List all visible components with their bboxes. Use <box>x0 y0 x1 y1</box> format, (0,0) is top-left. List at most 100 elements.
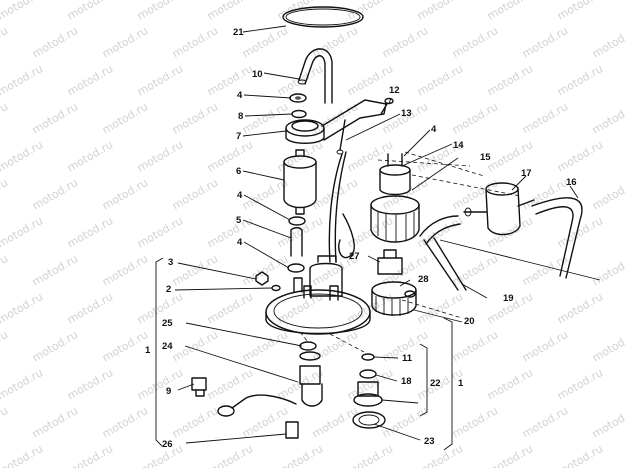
callout-3: 3 <box>168 257 173 268</box>
callout-1: 1 <box>145 345 151 356</box>
watermark-text: motod.ru <box>0 176 10 212</box>
part-10-fuel-hose <box>298 48 333 104</box>
watermark-text: motod.ru <box>275 214 325 250</box>
part-17-inline-fuel-filter <box>463 182 535 236</box>
watermark-text: motod.ru <box>65 214 115 250</box>
part-14-fuel-pump <box>370 153 420 243</box>
callout-28: 28 <box>418 274 429 285</box>
callout-17: 17 <box>521 168 532 179</box>
part-23-mounting-ring <box>352 411 386 429</box>
watermark-text: motod.ru <box>485 366 535 402</box>
watermark-text: motod.ru <box>0 24 10 60</box>
callout-18: 18 <box>401 376 412 387</box>
watermark-text: motod.ru <box>170 404 220 440</box>
watermark-text: motod.ru <box>205 442 255 468</box>
watermark-text: motod.ru <box>415 0 465 23</box>
callout-27: 27 <box>349 251 360 262</box>
watermark-text: motod.ru <box>205 138 255 174</box>
watermark-text: motod.ru <box>205 62 255 98</box>
watermark-text: motod.ru <box>100 176 150 212</box>
callout-7: 7 <box>236 131 241 142</box>
watermark-text: motod.ru <box>520 24 570 60</box>
watermark-text: motod.ru <box>0 442 45 468</box>
watermark-text: motod.ru <box>170 100 220 136</box>
part-11-o-ring <box>361 353 375 361</box>
watermark-text: motod.ru <box>240 404 290 440</box>
part-1-pump-base-flange <box>265 255 371 335</box>
part-6-fuel-filter <box>283 149 317 215</box>
watermark-text: motod.ru <box>450 100 500 136</box>
callout-1: 1 <box>458 378 464 389</box>
callout-11: 11 <box>402 353 413 364</box>
callout-4: 4 <box>237 237 243 248</box>
part-4-hose-clamp-lower <box>287 263 305 273</box>
watermark-text: motod.ru <box>30 404 80 440</box>
callout-9: 9 <box>166 386 171 397</box>
part-3-nut <box>255 271 269 286</box>
sensor-cable <box>231 394 297 409</box>
watermark-text: motod.ru <box>170 176 220 212</box>
wiring-harness <box>328 151 347 263</box>
part-4-hose-clamp-middle <box>288 216 306 226</box>
callout-8: 8 <box>238 111 243 122</box>
watermark-text: motod.ru <box>555 62 605 98</box>
watermark-text: motod.ru <box>100 100 150 136</box>
watermark-text: motod.ru <box>240 328 290 364</box>
watermark-text: motod.ru <box>65 442 115 468</box>
watermark-text: motod.ru <box>520 100 570 136</box>
watermark-text: motod.ru <box>135 442 185 468</box>
watermark-text: motod.ru <box>240 24 290 60</box>
watermark-text: motod.ru <box>0 214 45 250</box>
watermark-text: motod.ru <box>310 24 360 60</box>
watermark-text: motod.ru <box>30 100 80 136</box>
part-9-sensor-bolt <box>191 377 207 397</box>
watermark-text: motod.ru <box>65 290 115 326</box>
callout-10: 10 <box>252 69 263 80</box>
callout-24: 24 <box>162 341 173 352</box>
watermark-text: motod.ru <box>590 328 625 364</box>
watermark-text: motod.ru <box>590 252 625 288</box>
watermark-text: motod.ru <box>100 404 150 440</box>
callout-14: 14 <box>453 140 464 151</box>
watermark-text: motod.ru <box>0 366 45 402</box>
part-7-filter-bracket <box>285 99 387 155</box>
watermark-text: motod.ru <box>135 214 185 250</box>
watermark-text: motod.ru <box>310 404 360 440</box>
watermark-text: motod.ru <box>520 404 570 440</box>
part-5-short-hose <box>290 227 303 257</box>
watermark-text: motod.ru <box>135 62 185 98</box>
watermark-text: motod.ru <box>590 100 625 136</box>
watermark-text: motod.ru <box>275 442 325 468</box>
watermark-text: motod.ru <box>30 176 80 212</box>
watermark-text: motod.ru <box>170 328 220 364</box>
part-8-seal-ring <box>291 109 307 119</box>
watermark-text: motod.ru <box>0 328 10 364</box>
callout-4: 4 <box>237 90 243 101</box>
part-18-seal <box>359 369 377 379</box>
callout-6: 6 <box>236 166 241 177</box>
watermark-text: motod.ru <box>555 138 605 174</box>
watermark-text: motod.ru <box>65 366 115 402</box>
callout-21: 21 <box>233 27 244 38</box>
watermark-text: motod.ru <box>345 442 395 468</box>
watermark-text: motod.ru <box>30 328 80 364</box>
watermark-text: motod.ru <box>205 214 255 250</box>
callout-22: 22 <box>430 378 441 389</box>
bracket-group-1-right <box>443 317 453 451</box>
watermark-text: motod.ru <box>345 0 395 23</box>
watermark-text: motod.ru <box>555 366 605 402</box>
watermark-text: motod.ru <box>0 252 10 288</box>
watermark-text: motod.ru <box>590 176 625 212</box>
callout-20: 20 <box>464 316 475 327</box>
part-2-washer <box>271 284 281 292</box>
watermark-text: motod.ru <box>345 214 395 250</box>
callout-4: 4 <box>431 124 437 135</box>
watermark-text: motod.ru <box>100 24 150 60</box>
watermark-text: motod.ru <box>485 0 535 23</box>
watermark-text: motod.ru <box>415 62 465 98</box>
callout-2: 2 <box>166 284 171 295</box>
watermark-text: motod.ru <box>0 0 45 23</box>
callout-23: 23 <box>424 436 435 447</box>
watermark-text: motod.ru <box>240 176 290 212</box>
